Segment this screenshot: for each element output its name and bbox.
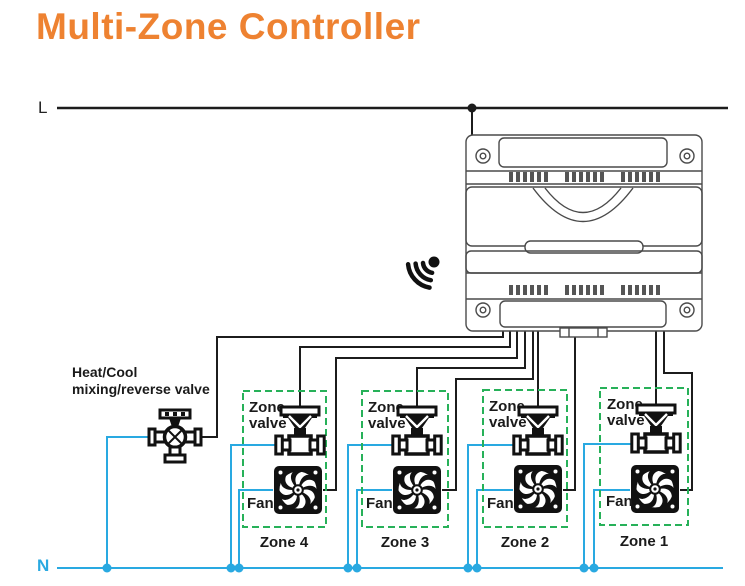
zone2-fan-icon [513,464,563,514]
dial-arch [532,187,634,223]
junction-dot [467,103,477,113]
zone4-box [242,390,327,528]
zone-valve-label-line1: Zone [368,399,404,416]
zone-valve-label-line1: Zone [607,396,643,413]
zone3-valve-label: Zone valve [368,400,406,432]
zone1-valve-icon [630,403,682,461]
mixing-valve-label: Heat/Cool mixing/reverse valve [72,364,210,398]
zone4-name: Zone 4 [259,534,309,551]
zone1-fan-icon [630,464,680,514]
terminal-cover-top [498,137,668,168]
zone4-valve-label: Zone valve [249,400,287,432]
terminal-cover-bottom [499,300,667,328]
zone4-valve-icon [274,405,326,463]
display-slot [524,240,644,254]
zone2-name: Zone 2 [500,534,550,551]
neutral-rail-label: N [37,556,50,575]
line-rail-wire [57,103,728,136]
zone3-fan-icon [392,465,442,515]
wifi-signal-icon [405,256,440,290]
zone3-fan-label: Fan [366,495,393,512]
zone-valve-label-line2: valve [368,415,406,432]
mixing-valve-label-line1: Heat/Cool [72,364,138,380]
zone-valve-label-line2: valve [249,415,287,432]
neutral-junction-dots [102,563,599,573]
zone-valve-label-line2: valve [489,414,527,431]
controller-device-illustration [465,134,703,338]
zone3-valve-icon [391,405,443,463]
zone3-box [361,390,449,528]
mixing-valve-icon [147,408,203,466]
zone4-fan-label: Fan [247,495,274,512]
screw-icon [475,148,695,164]
neutral-rail-wire [57,436,723,573]
zone1-box [599,387,689,526]
zone3-name: Zone 3 [380,534,430,551]
zone-valve-label-line1: Zone [489,398,525,415]
zone4-fan-icon [273,465,323,515]
zone1-fan-label: Fan [606,493,633,510]
zone1-valve-label: Zone valve [607,397,645,429]
zone2-valve-icon [512,405,564,463]
line-rail-label: L [38,98,48,117]
zone2-valve-label: Zone valve [489,399,527,431]
din-clip [559,327,608,338]
screw-icon [475,302,695,318]
zone-valve-label-line2: valve [607,412,645,429]
zone2-fan-label: Fan [487,495,514,512]
zone-valve-label-line1: Zone [249,399,285,416]
page-title: Multi-Zone Controller [36,6,421,47]
mixing-valve-label-line2: mixing/reverse valve [72,381,210,397]
zone1-name: Zone 1 [619,533,669,550]
zone-boundary-boxes [242,387,689,528]
